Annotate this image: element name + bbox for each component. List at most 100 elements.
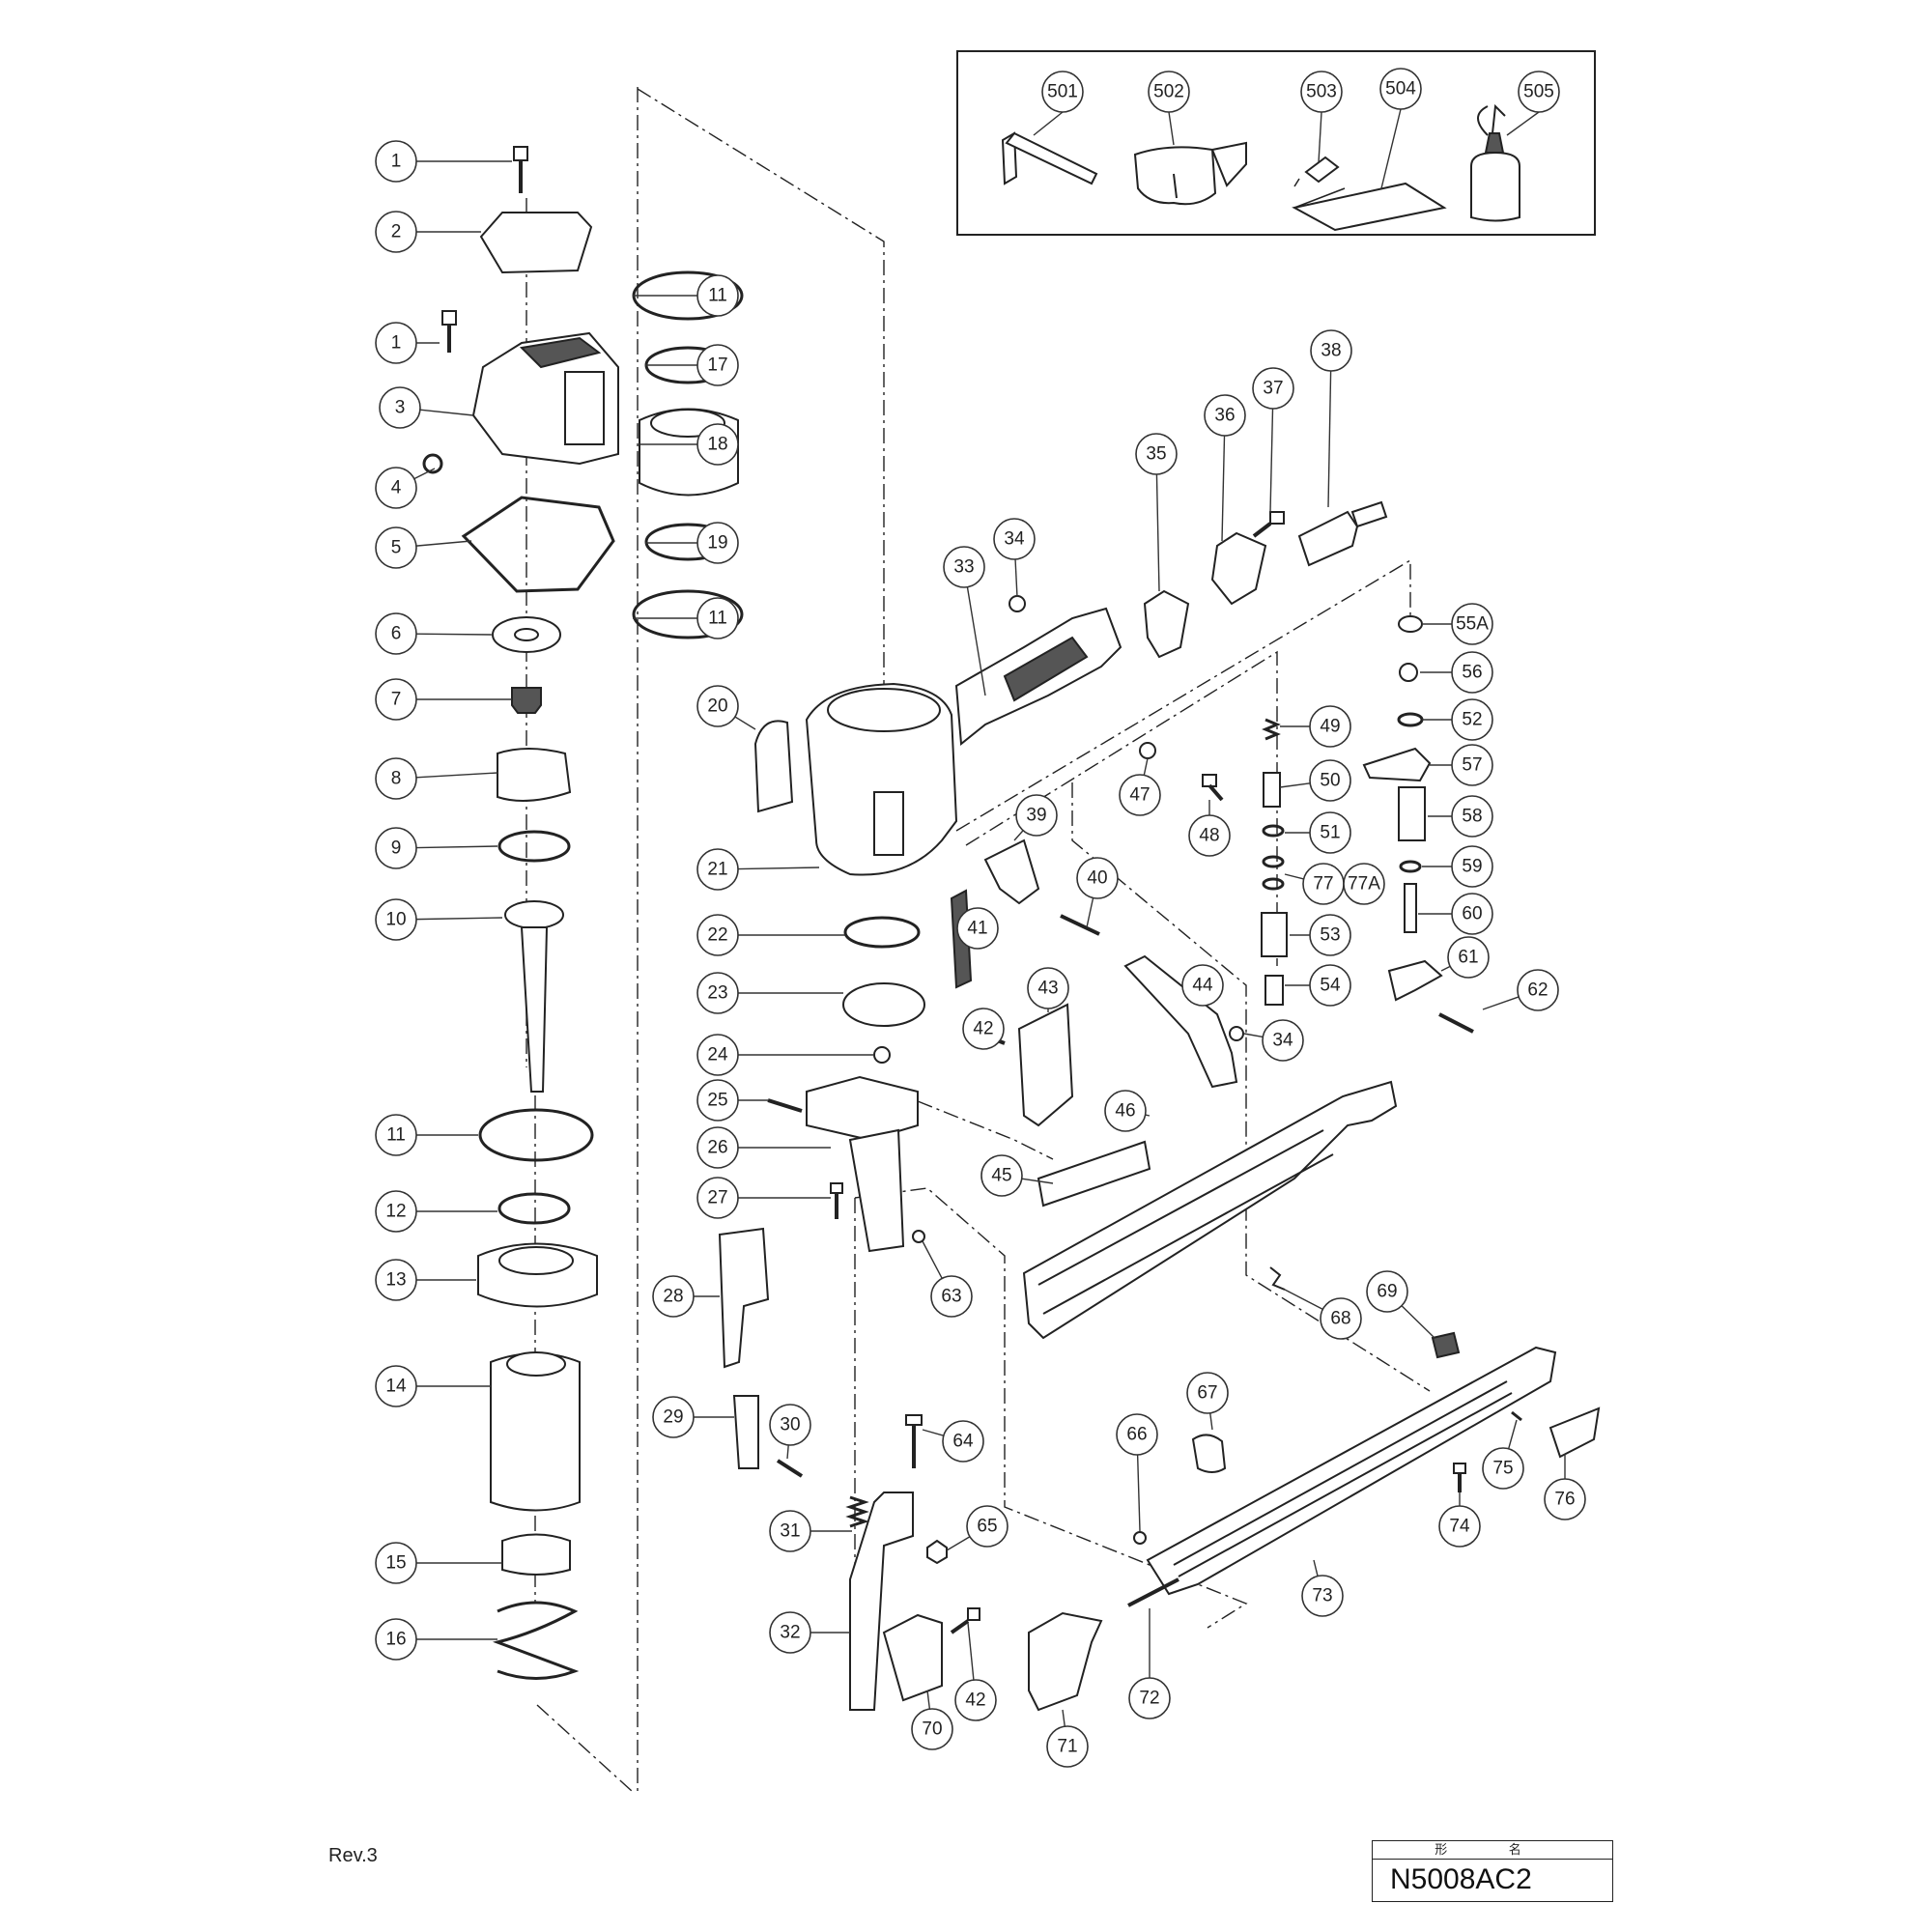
callout-label: 77 [1313, 874, 1333, 895]
callout-label: 40 [1087, 868, 1107, 889]
callout-circle [375, 612, 417, 655]
callout-44: 44 [1181, 964, 1224, 1007]
callout-circle [375, 1190, 417, 1233]
callout-label: 62 [1527, 980, 1548, 1001]
callout-circle [1366, 1270, 1408, 1313]
guard-43 [1017, 1003, 1074, 1127]
callout-label: 502 [1153, 82, 1184, 102]
callout-circle [1041, 71, 1084, 113]
guide-67 [1191, 1434, 1227, 1473]
callout-label: 64 [952, 1432, 974, 1452]
callout-circle [1135, 433, 1178, 475]
leader-line [1209, 1412, 1213, 1431]
cap-plate-35 [1143, 589, 1190, 659]
callout-75: 75 [1482, 1419, 1524, 1490]
callout-65: 65 [946, 1505, 1009, 1551]
callout-label: 9 [391, 838, 402, 859]
centerline-feed [1071, 782, 1431, 1392]
callout-label: 42 [973, 1019, 993, 1039]
callout-circle [375, 322, 417, 364]
callout-label: 72 [1139, 1689, 1159, 1709]
callout-50: 50 [1279, 759, 1351, 802]
bumper [842, 982, 925, 1027]
centerline-handle [955, 558, 1411, 832]
callout-43: 43 [1027, 967, 1069, 1012]
callout-circle [1309, 811, 1351, 854]
callout-48: 48 [1188, 800, 1231, 857]
latch-39 [983, 838, 1040, 905]
callout-69: 69 [1366, 1270, 1435, 1339]
leader-line [1284, 1289, 1323, 1310]
callout-31: 31 [769, 1510, 852, 1552]
callout-label: 50 [1320, 771, 1340, 791]
callout-circle [911, 1708, 953, 1750]
callout-12: 12 [375, 1190, 497, 1233]
callout-circle [1300, 71, 1343, 113]
callout-9: 9 [375, 827, 498, 869]
stem-60 [1404, 883, 1417, 933]
leader-line [1243, 1033, 1264, 1038]
callout-7: 7 [375, 678, 512, 721]
callout-46: 46 [1104, 1090, 1151, 1132]
leader-line [734, 716, 756, 730]
callout-circle [1343, 863, 1385, 905]
callout-circle [1309, 705, 1351, 748]
callout-circle [993, 518, 1036, 560]
tag-icon [1293, 156, 1340, 187]
callout-label: 32 [780, 1623, 800, 1643]
callout-17: 17 [645, 344, 739, 386]
o-ring-52 [1397, 712, 1424, 727]
leader-line [1168, 111, 1175, 146]
leader-line [922, 1429, 945, 1436]
callout-71: 71 [1046, 1709, 1089, 1768]
callout-circle [375, 757, 417, 800]
callout-32: 32 [769, 1611, 850, 1654]
valve-58 [1398, 786, 1426, 841]
accessory-callout-505: 505 [1506, 71, 1560, 136]
callout-label: 39 [1026, 806, 1046, 826]
callout-label: 14 [385, 1377, 407, 1397]
callout-circle [375, 1618, 417, 1661]
callout-circle [1451, 698, 1493, 741]
callout-label: 1 [391, 152, 402, 172]
callout-circle [1447, 936, 1490, 979]
oiler-bottle-icon [1470, 103, 1520, 222]
callout-26: 26 [696, 1126, 831, 1169]
callout-24: 24 [696, 1034, 874, 1076]
spring-68 [1269, 1266, 1286, 1291]
callout-label: 49 [1320, 717, 1340, 737]
callout-5: 5 [375, 526, 472, 569]
callout-label: 2 [391, 222, 402, 242]
callout-circle [696, 597, 739, 639]
callout-label: 22 [707, 925, 727, 946]
callout-circle [1301, 1575, 1344, 1617]
callout-label: 73 [1312, 1586, 1332, 1606]
callout-circle [375, 678, 417, 721]
callout-label: 11 [708, 286, 727, 306]
callout-45: 45 [980, 1154, 1054, 1197]
callout-39: 39 [1013, 794, 1058, 841]
leader-line [415, 772, 498, 779]
callout-label: 18 [707, 435, 727, 455]
callout-circle [1320, 1297, 1362, 1340]
nose [848, 1128, 905, 1253]
callout-label: 77A [1348, 874, 1380, 895]
leader-line [1086, 897, 1094, 928]
nut-34b [1229, 1026, 1244, 1041]
callout-label: 27 [707, 1188, 727, 1208]
accessory-callout-502: 502 [1148, 71, 1190, 146]
callout-label: 65 [977, 1517, 997, 1537]
callout-label: 36 [1214, 406, 1235, 426]
callout-circle [1451, 795, 1493, 838]
callout-54: 54 [1285, 964, 1351, 1007]
leader-line [1279, 782, 1311, 788]
callout-circle [1181, 964, 1224, 1007]
leader-line [922, 1240, 943, 1279]
leader-line [1155, 473, 1160, 592]
callout-circle [696, 1034, 739, 1076]
callout-circle [1451, 603, 1493, 645]
callout-label: 4 [391, 478, 402, 498]
callout-55A: 55A [1422, 603, 1493, 645]
callout-label: 24 [707, 1045, 728, 1065]
